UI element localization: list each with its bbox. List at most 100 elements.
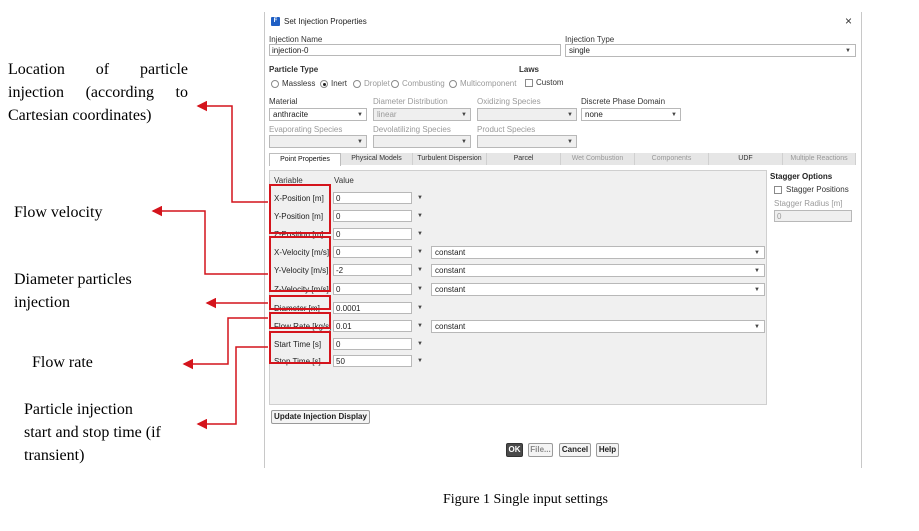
tab-wet-combustion[interactable]: Wet Combustion (561, 153, 635, 165)
property-label: X-Velocity [m/s] (274, 248, 330, 257)
custom-checkbox[interactable] (525, 79, 533, 87)
variable-header: Variable (274, 176, 303, 185)
property-value-input[interactable]: 0 (333, 228, 412, 240)
custom-label: Custom (536, 78, 564, 87)
oxidizing-species-select[interactable]: ▼ (477, 108, 577, 121)
tab-physical-models[interactable]: Physical Models (341, 153, 413, 165)
property-value-input[interactable]: 0.01 (333, 320, 412, 332)
time-highlight (269, 331, 331, 364)
chevron-down-icon[interactable]: ▼ (417, 358, 423, 364)
property-mode-select[interactable]: constant▼ (431, 320, 765, 333)
chevron-down-icon: ▼ (357, 139, 363, 145)
velocity-highlight (269, 236, 331, 292)
evaporating-species-label: Evaporating Species (269, 125, 343, 134)
property-mode-select[interactable]: constant▼ (431, 283, 765, 296)
radio-combusting[interactable] (391, 80, 399, 88)
diameter-distribution-label: Diameter Distribution (373, 97, 448, 106)
property-label: Y-Position [m] (274, 212, 324, 221)
property-value-input[interactable]: 0.0001 (333, 302, 412, 314)
chevron-down-icon[interactable]: ▼ (417, 213, 423, 219)
injection-type-select[interactable]: single ▼ (565, 44, 856, 57)
chevron-down-icon[interactable]: ▼ (417, 231, 423, 237)
annotation-velocity: Flow velocity (14, 204, 103, 221)
particle-type-radios: Massless Inert Droplet Combusting Multic… (269, 78, 519, 90)
property-label: Start Time [s] (274, 340, 322, 349)
property-value-input[interactable]: 0 (333, 192, 412, 204)
property-value-input[interactable]: 50 (333, 355, 412, 367)
property-label: Y-Velocity [m/s] (274, 266, 329, 275)
app-icon: F (271, 17, 280, 26)
chevron-down-icon[interactable]: ▼ (417, 286, 423, 292)
property-label: Z-Position [m] (274, 230, 324, 239)
help-button[interactable]: Help (596, 443, 619, 457)
property-value-input[interactable]: -2 (333, 264, 412, 276)
stagger-positions-label: Stagger Positions (786, 185, 849, 194)
property-mode-select[interactable]: constant▼ (431, 246, 765, 259)
flow-rate-highlight (269, 312, 331, 329)
file-button[interactable]: File... (528, 443, 553, 457)
chevron-down-icon[interactable]: ▼ (417, 195, 423, 201)
oxidizing-species-label: Oxidizing Species (477, 97, 541, 106)
property-value-input[interactable]: 0 (333, 338, 412, 350)
tab-multiple-reactions[interactable]: Multiple Reactions (783, 153, 856, 165)
tab-point-properties[interactable]: Point Properties (269, 153, 341, 166)
close-icon[interactable]: × (845, 14, 853, 28)
stagger-options-title: Stagger Options (770, 172, 833, 181)
stagger-radius-input[interactable]: 0 (774, 210, 852, 222)
injection-type-label: Injection Type (565, 35, 615, 44)
material-label: Material (269, 97, 298, 106)
chevron-down-icon: ▼ (461, 112, 467, 118)
injection-name-input[interactable]: injection-0 (269, 44, 561, 56)
chevron-down-icon: ▼ (357, 112, 363, 118)
radio-droplet[interactable] (353, 80, 361, 88)
property-value-input[interactable]: 0 (333, 246, 412, 258)
injection-name-label: Injection Name (269, 35, 323, 44)
set-injection-properties-dialog: F Set Injection Properties × Injection N… (264, 12, 862, 468)
property-value-input[interactable]: 0 (333, 210, 412, 222)
tab-turbulent-dispersion[interactable]: Turbulent Dispersion (413, 153, 487, 165)
position-highlight (269, 184, 331, 234)
diameter-distribution-select[interactable]: linear ▼ (373, 108, 471, 121)
property-mode-select[interactable]: constant▼ (431, 264, 765, 277)
product-species-select[interactable]: ▼ (477, 135, 577, 148)
tab-bar: Point Properties Physical Models Turbule… (269, 153, 856, 166)
evaporating-species-select[interactable]: ▼ (269, 135, 367, 148)
radio-multicomponent[interactable] (449, 80, 457, 88)
chevron-down-icon[interactable]: ▼ (417, 267, 423, 273)
radio-inert[interactable] (320, 80, 328, 88)
annotation-time: Particle injection start and stop time (… (24, 401, 161, 464)
stagger-options-panel: Stagger Options Stagger Positions Stagge… (770, 170, 856, 226)
annotation-flow-rate: Flow rate (32, 354, 93, 371)
material-select[interactable]: anthracite ▼ (269, 108, 367, 121)
devolatilizing-species-select[interactable]: ▼ (373, 135, 471, 148)
chevron-down-icon: ▼ (845, 48, 851, 54)
ok-button[interactable]: OK (506, 443, 523, 457)
arrow-location (196, 100, 268, 203)
property-label: Flow Rate [kg/s] (274, 322, 332, 331)
property-label: Stop Time [s] (274, 357, 321, 366)
discrete-phase-domain-label: Discrete Phase Domain (581, 97, 666, 106)
chevron-down-icon: ▼ (754, 324, 760, 330)
stagger-radius-label: Stagger Radius [m] (774, 199, 843, 208)
chevron-down-icon[interactable]: ▼ (417, 323, 423, 329)
tab-parcel[interactable]: Parcel (487, 153, 561, 165)
chevron-down-icon: ▼ (754, 287, 760, 293)
diameter-highlight (269, 295, 331, 310)
chevron-down-icon[interactable]: ▼ (417, 249, 423, 255)
figure-caption: Figure 1 Single input settings (443, 492, 608, 507)
arrow-flow-rate (182, 317, 268, 370)
property-label: X-Position [m] (274, 194, 324, 203)
property-value-input[interactable]: 0 (333, 283, 412, 295)
update-injection-display-button[interactable]: Update Injection Display (271, 410, 370, 424)
tab-components[interactable]: Components (635, 153, 709, 165)
chevron-down-icon: ▼ (567, 139, 573, 145)
chevron-down-icon[interactable]: ▼ (417, 305, 423, 311)
tab-udf[interactable]: UDF (709, 153, 783, 165)
discrete-phase-domain-select[interactable]: none ▼ (581, 108, 681, 121)
radio-massless[interactable] (271, 80, 279, 88)
chevron-down-icon: ▼ (754, 268, 760, 274)
stagger-positions-checkbox[interactable] (774, 186, 782, 194)
chevron-down-icon[interactable]: ▼ (417, 341, 423, 347)
cancel-button[interactable]: Cancel (559, 443, 591, 457)
